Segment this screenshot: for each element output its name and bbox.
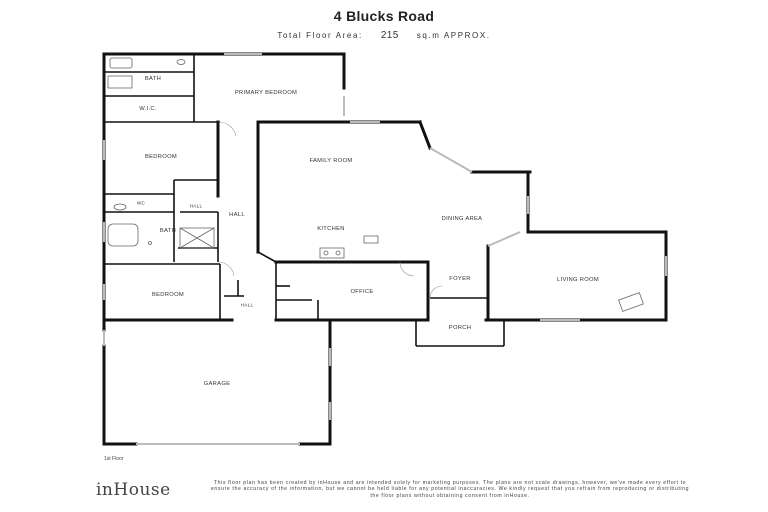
door-swings <box>217 121 443 299</box>
floor-level-label: 1st Floor <box>104 456 124 462</box>
floor-area-label: Total Floor Area: <box>277 31 363 40</box>
room-label-living-room: LIVING ROOM <box>557 277 599 283</box>
fixtures <box>107 52 644 312</box>
room-label-bath: BATH <box>159 228 177 234</box>
room-label-bedroom-2: BEDROOM <box>151 292 185 298</box>
room-label-office: OFFICE <box>350 289 374 295</box>
disclaimer-text: This floor plan has been created by inHo… <box>210 480 690 499</box>
room-label-hall-lower: HALL <box>240 302 254 308</box>
room-label-porch: PORCH <box>448 325 472 331</box>
floor-area-value: 215 <box>380 30 399 41</box>
room-label-kitchen: KITCHEN <box>317 226 345 232</box>
floor-area-unit: sq.m APPROX. <box>416 31 491 40</box>
room-label-bedroom-1: BEDROOM <box>144 154 178 160</box>
room-label-dining-area: DINING AREA <box>441 216 483 222</box>
plan-title: 4 Blucks Road <box>333 8 435 24</box>
floor-area-line: Total Floor Area: 215 sq.m APPROX. <box>0 30 768 41</box>
exterior-walls <box>102 52 668 446</box>
room-label-foyer: FOYER <box>449 276 471 282</box>
room-label-family-room: FAMILY ROOM <box>309 158 353 164</box>
interior-walls <box>104 54 505 347</box>
room-label-hall-small: HALL <box>189 203 203 209</box>
room-label-primary-bedroom: PRIMARY BEDROOM <box>234 90 298 96</box>
room-label-bath-primary: BATH <box>144 76 162 82</box>
room-label-hall: HALL <box>229 212 245 218</box>
room-label-wic: W.I.C. <box>139 106 157 112</box>
room-label-garage: GARAGE <box>203 381 231 387</box>
windows <box>103 53 667 445</box>
room-label-wc: WC <box>136 200 146 206</box>
brand-logo: inHouse <box>96 480 171 500</box>
